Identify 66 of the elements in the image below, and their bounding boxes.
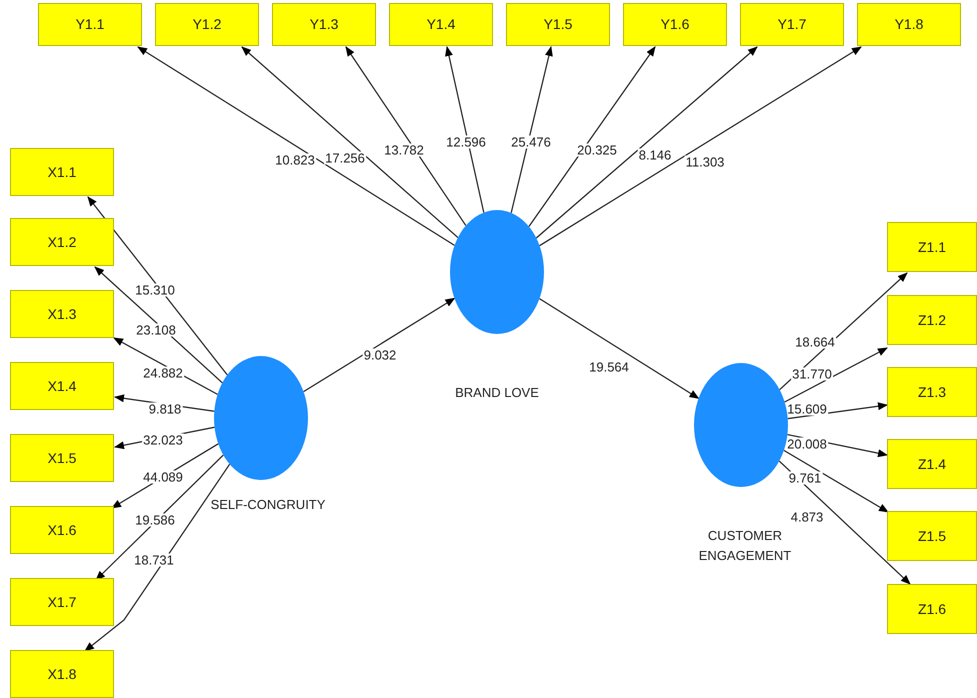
edge-label: 13.782: [383, 144, 425, 156]
edge-label: 9.032: [362, 348, 398, 362]
edge-label: 4.873: [790, 510, 824, 524]
edge-label: 20.325: [576, 144, 618, 156]
edge-label: 24.882: [142, 366, 184, 380]
indicator-box: Z1.1: [887, 222, 977, 272]
indicator-box: Y1.5: [506, 3, 610, 46]
edge-label: 18.664: [794, 336, 836, 348]
arrow: [95, 454, 224, 581]
edge-label: 15.310: [134, 284, 176, 296]
indicator-box: Y1.1: [38, 3, 142, 46]
arrow: [94, 266, 223, 384]
arrow: [445, 46, 484, 213]
arrow: [539, 298, 700, 399]
edge-label: 19.586: [134, 514, 176, 526]
indicator-box: Y1.2: [155, 3, 259, 46]
edge-label: 31.770: [791, 368, 833, 380]
indicator-box: X1.7: [10, 578, 114, 626]
arrow: [539, 46, 862, 246]
edge-label: 12.596: [445, 136, 487, 148]
indicator-box: Z1.2: [887, 295, 977, 345]
arrow: [345, 46, 466, 226]
arrow: [84, 464, 230, 652]
arrow: [528, 46, 656, 227]
arrow: [784, 450, 889, 513]
edge-label: 18.731: [133, 554, 175, 566]
edge-label: 32.023: [142, 434, 184, 446]
edge-label: 25.476: [510, 136, 552, 148]
arrow: [241, 46, 458, 238]
arrow: [137, 46, 455, 246]
edge-label: 44.089: [142, 470, 184, 484]
edge-label: 19.564: [588, 360, 630, 374]
edge-label: 9.761: [788, 472, 822, 484]
arrow: [87, 196, 228, 376]
edge-label: 20.008: [786, 438, 828, 450]
indicator-box: Z1.6: [887, 584, 977, 634]
construct-name: BRAND LOVE: [454, 384, 540, 402]
edge-label: 8.146: [638, 148, 672, 162]
indicator-box: X1.3: [10, 290, 114, 338]
indicator-box: Y1.8: [857, 3, 961, 46]
arrow: [303, 298, 456, 392]
indicator-box: X1.4: [10, 362, 114, 410]
construct-name: CUSTOMER ENGAGEMENT: [698, 527, 792, 565]
indicator-box: X1.5: [10, 434, 114, 482]
indicator-box: Y1.3: [272, 3, 376, 46]
indicator-box: Y1.4: [389, 3, 493, 46]
arrow: [536, 46, 758, 238]
arrow: [778, 460, 911, 585]
indicator-box: Y1.6: [623, 3, 727, 46]
indicator-box: X1.8: [10, 650, 114, 698]
edge-label: 15.609: [786, 402, 828, 416]
edge-label: 17.256: [324, 152, 366, 164]
edge-label: 9.818: [148, 402, 182, 416]
construct-name: SELF-CONGRUITY: [210, 496, 326, 514]
indicator-box: X1.1: [10, 148, 114, 196]
indicator-box: Z1.4: [887, 439, 977, 489]
arrow: [510, 46, 553, 214]
indicator-box: Z1.5: [887, 511, 977, 561]
indicator-box: Y1.7: [740, 3, 844, 46]
indicator-box: Z1.3: [887, 367, 977, 417]
edge-label: 23.108: [135, 324, 177, 336]
edge-label: 10.823: [274, 154, 316, 166]
indicator-box: X1.6: [10, 506, 114, 554]
edge-label: 11.303: [684, 156, 726, 168]
arrow: [784, 347, 888, 403]
indicator-box: X1.2: [10, 218, 114, 266]
